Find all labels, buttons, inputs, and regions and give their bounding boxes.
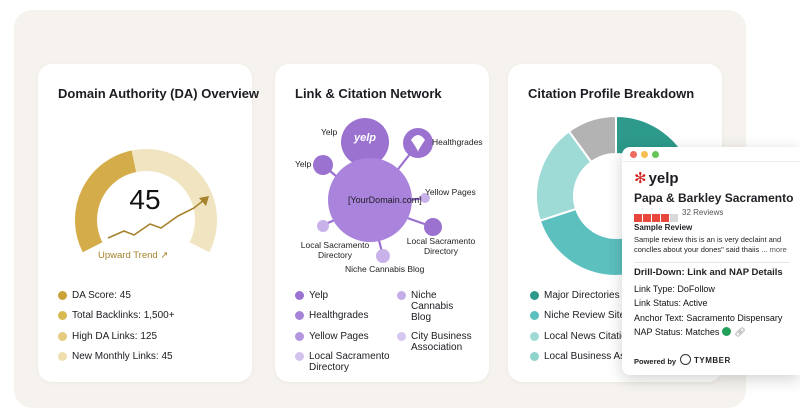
legend-label: Major Directories [544, 290, 620, 301]
close-window-dot[interactable] [630, 151, 637, 158]
legend-label: Niche Review Site [544, 310, 626, 321]
legend-label: City Business Association [411, 331, 472, 353]
legend-dot [397, 291, 406, 300]
yelp-logo: ✻yelp [634, 169, 679, 187]
niche-blog-node[interactable] [376, 249, 390, 263]
nap-status-text: NAP Status: Matches [634, 327, 720, 337]
star-icon [643, 214, 651, 222]
business-name[interactable]: Papa & Barkley Sacramento [634, 191, 794, 205]
legend-dot [58, 291, 67, 300]
star-icon [634, 214, 642, 222]
star-rating [634, 209, 679, 227]
center-domain-label: [YourDomain.com] [348, 195, 422, 205]
review-count[interactable]: 32 Reviews [682, 208, 724, 217]
legend-label: Local Sacramento Directory [309, 351, 390, 373]
yelp-node[interactable] [313, 155, 333, 175]
tymber-logo-icon [680, 354, 691, 365]
legend-dot [58, 352, 67, 361]
card-title: Domain Authority (DA) Overview [58, 86, 260, 101]
drill-down-popup[interactable]: ✻yelp Papa & Barkley Sacramento 32 Revie… [622, 147, 800, 375]
link-citation-network-card: Link & Citation Network yelp Yelp Health… [275, 64, 489, 382]
legend-dot [295, 291, 304, 300]
link-type-row: Link Type: DoFollow [634, 284, 715, 294]
legend-dot [397, 332, 406, 341]
legend-label: New Monthly Links: 45 [72, 351, 173, 362]
legend-dot [295, 332, 304, 341]
powered-by-label: Powered by [634, 357, 677, 366]
legend-label: Yellow Pages [309, 331, 369, 342]
network-graph [313, 118, 442, 263]
da-score-value: 45 [129, 184, 161, 215]
nap-status-row: NAP Status: Matches 🔗︎ [634, 327, 746, 338]
link-status-row: Link Status: Active [634, 298, 708, 308]
da-gauge [75, 149, 217, 253]
star-icon [652, 214, 660, 222]
node-label: Niche Cannabis Blog [345, 264, 425, 274]
minimize-window-dot[interactable] [641, 151, 648, 158]
legend-label: DA Score: 45 [72, 290, 131, 301]
node-label: Local Sacramento Directory [399, 236, 483, 256]
card-title: Link & Citation Network [295, 86, 442, 101]
sample-review-text: Sample review this is an is very declain… [634, 235, 794, 255]
node-label-line: Directory [317, 250, 352, 260]
legend-dot [295, 311, 304, 320]
legend-dot [58, 311, 67, 320]
node-label: Yellow Pages [425, 187, 476, 197]
heart-icon [411, 135, 425, 152]
star-icon [670, 214, 678, 222]
anchor-text-row: Anchor Text: Sacramento Dispensary [634, 313, 783, 323]
domain-authority-card: Domain Authority (DA) Overview 45 Upward… [38, 64, 259, 382]
star-icon [661, 214, 669, 222]
legend-label: Niche Cannabis Blog [411, 290, 454, 323]
node-label-line: Local Sacramento [300, 240, 370, 250]
check-icon [722, 327, 732, 336]
tymber-brand[interactable]: TYMBER [680, 354, 731, 365]
legend-dot [295, 352, 304, 361]
node-label: Local Sacramento Directory [293, 240, 377, 260]
trend-label: Upward Trend ↗ [98, 250, 169, 261]
trend-arrow-icon [199, 196, 209, 206]
sample-review-body: Sample review this is an is very declain… [634, 235, 782, 254]
sample-review-heading: Sample Review [634, 223, 693, 232]
yelp-burst-icon: ✻ [634, 170, 647, 187]
divider [634, 262, 790, 263]
maximize-window-dot[interactable] [652, 151, 659, 158]
node-label-line: Directory [423, 246, 458, 256]
drill-down-heading: Drill-Down: Link and NAP Details [634, 267, 783, 278]
link-icon[interactable]: 🔗︎ [734, 327, 746, 337]
yelp-logo-text: yelp [648, 170, 679, 187]
legend-dot [58, 332, 67, 341]
gauge-fill [75, 150, 137, 253]
legend-dot [530, 311, 539, 320]
center-domain-node[interactable] [328, 158, 412, 242]
donut-slice[interactable] [567, 114, 617, 164]
popup-titlebar [622, 147, 800, 162]
yellow-pages-node[interactable] [420, 193, 430, 203]
node-label: Yelp [295, 159, 312, 169]
legend-dot [530, 352, 539, 361]
legend-label: Total Backlinks: 1,500+ [72, 310, 175, 321]
legend-dot [530, 291, 539, 300]
tymber-brand-text: TYMBER [694, 356, 731, 365]
local-directory-node-2[interactable] [424, 218, 442, 236]
card-title: Citation Profile Breakdown [528, 86, 695, 101]
trend-line [107, 199, 205, 239]
legend-dot [530, 332, 539, 341]
yelp-logo-text: yelp [353, 132, 376, 144]
legend-label: Local News Citation [544, 331, 633, 342]
yelp-hub-node[interactable] [341, 118, 389, 166]
node-label-line: Local Sacramento [406, 236, 476, 246]
legend-label: Healthgrades [309, 310, 369, 321]
more-link[interactable]: more [769, 245, 787, 254]
local-directory-node[interactable] [317, 220, 329, 232]
legend-label: High DA Links: 125 [72, 331, 158, 342]
node-label: Healthgrades [432, 137, 483, 147]
legend-label: Yelp [309, 290, 329, 301]
node-label: Yelp [321, 127, 338, 137]
